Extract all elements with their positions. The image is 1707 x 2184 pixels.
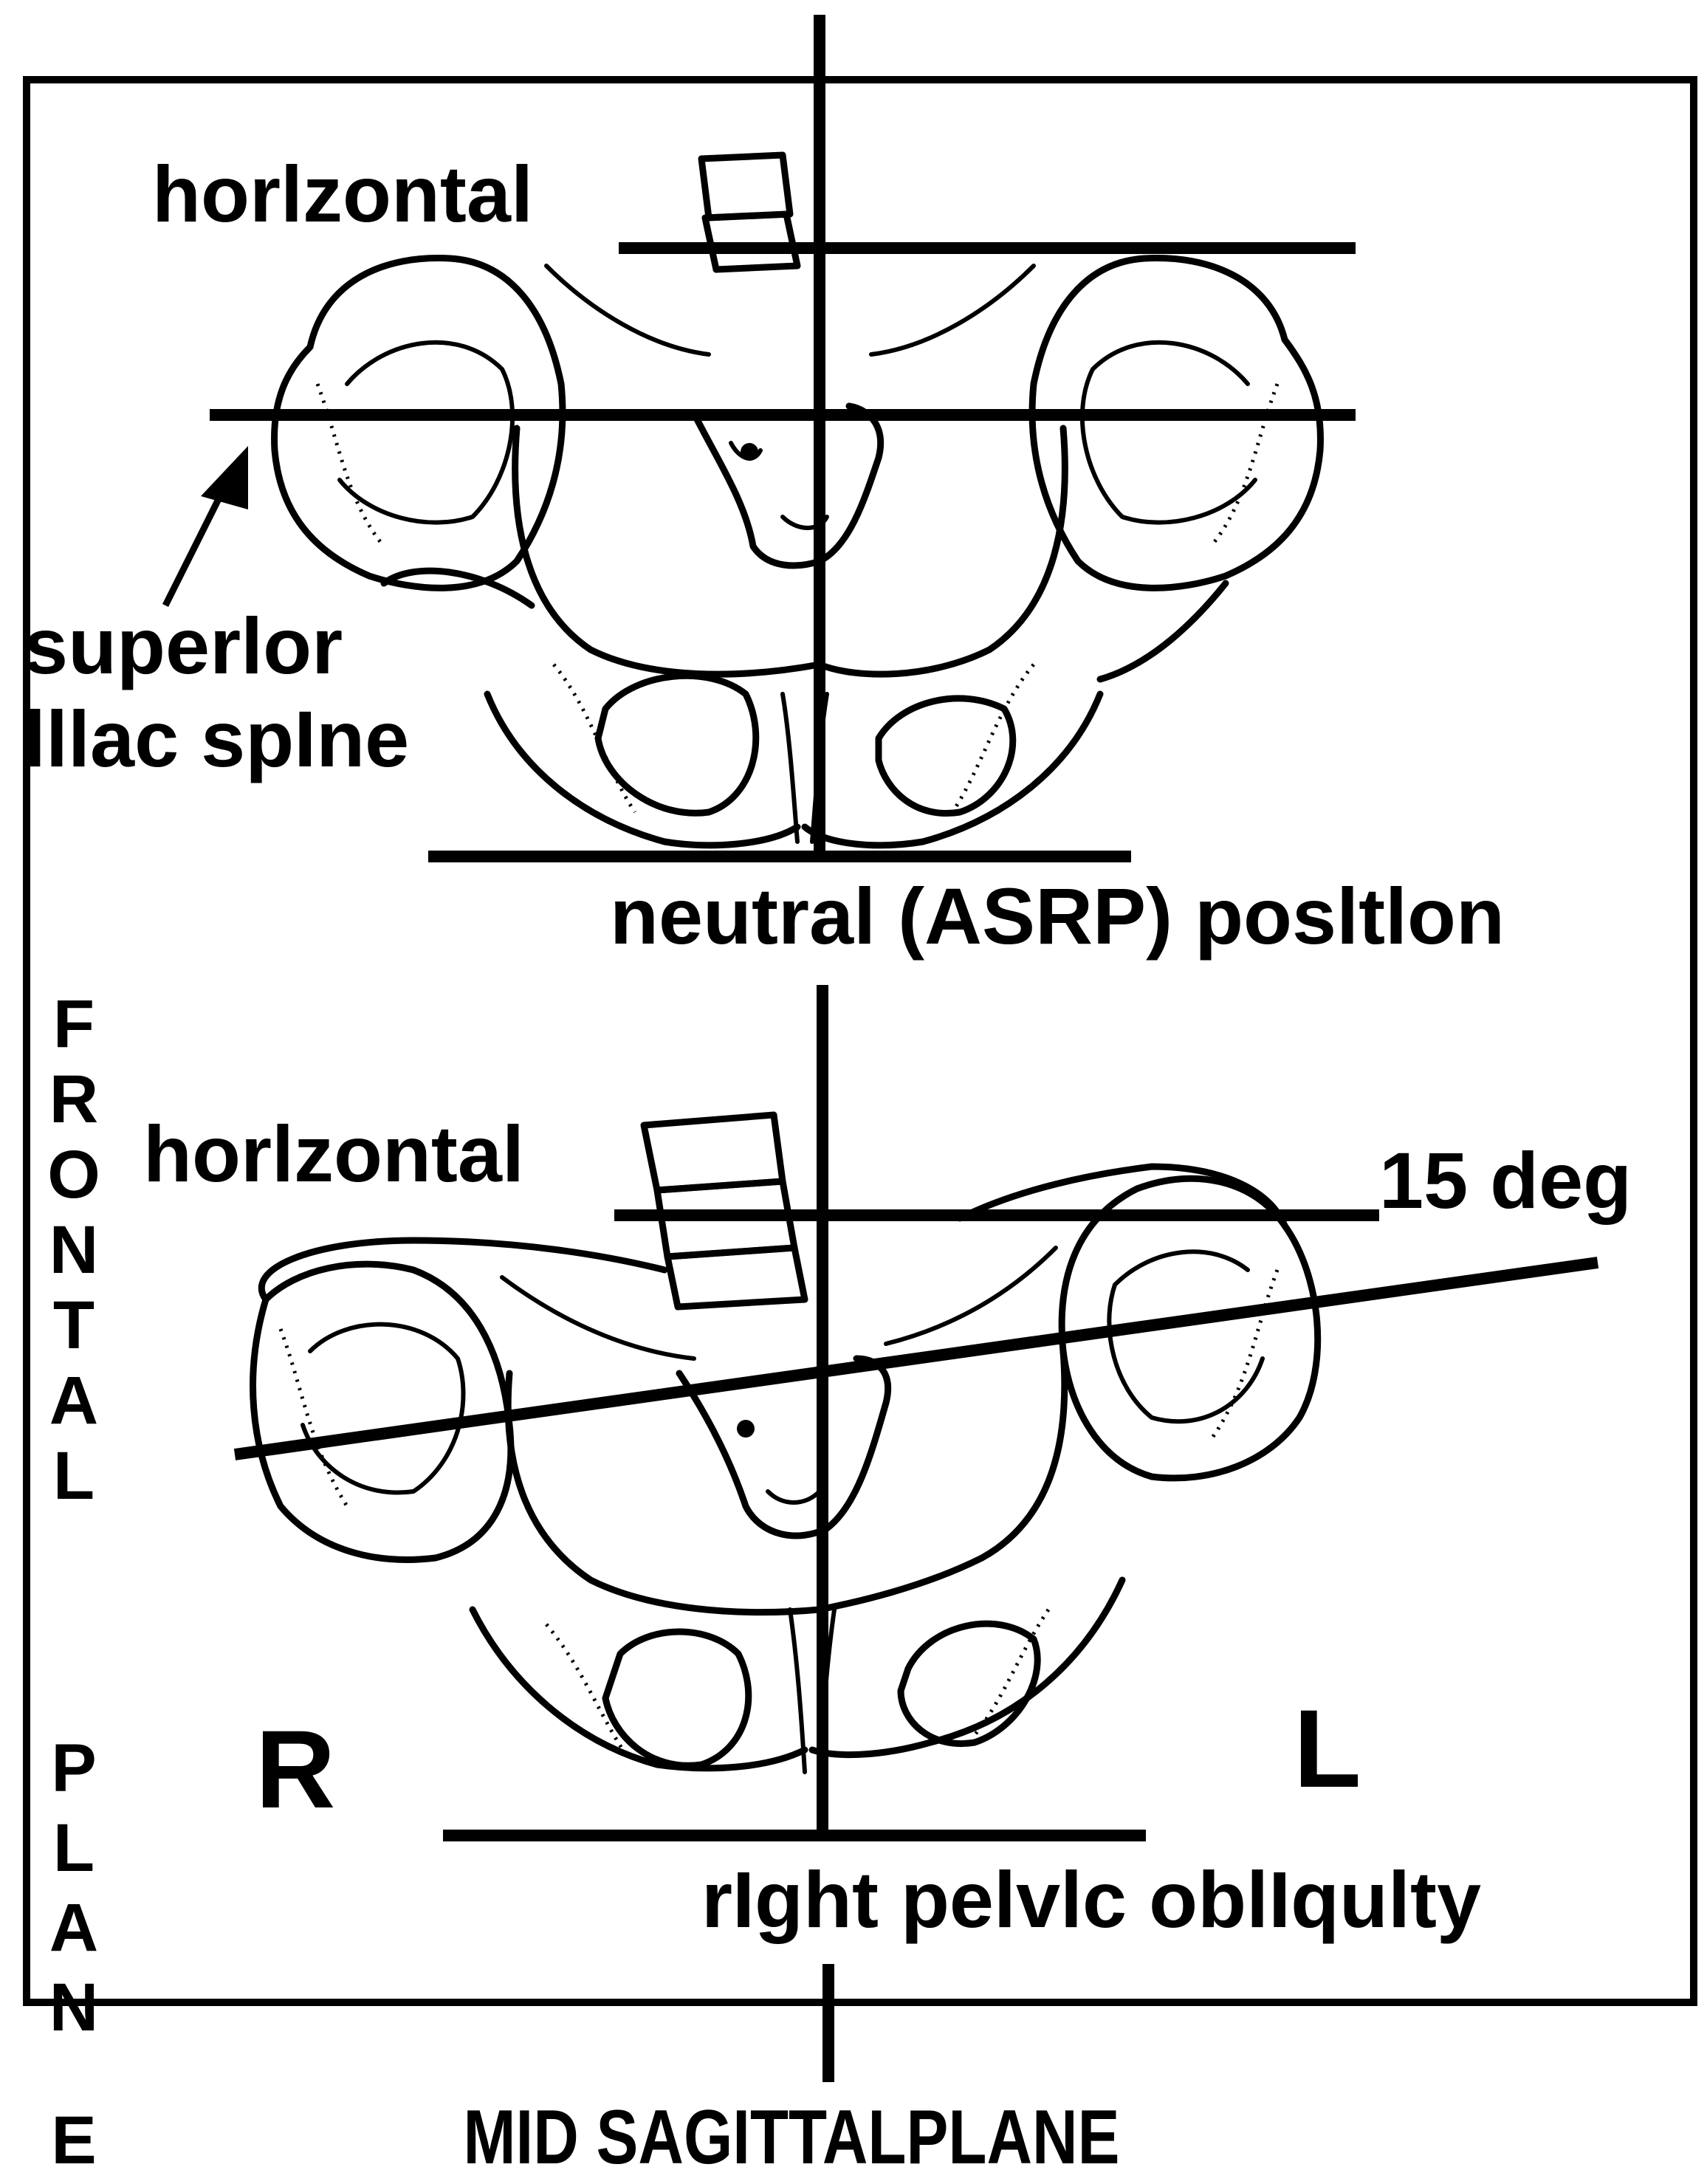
frontal-letter: T	[53, 1288, 95, 1363]
frontal-letter: A	[49, 1363, 98, 1438]
frontal-letter: R	[49, 1062, 98, 1137]
landmark-arrow	[165, 446, 248, 605]
frontal-letter: N	[49, 1212, 98, 1288]
landmark-label-line2: lllac spIne	[24, 694, 409, 783]
frontal-letter: L	[53, 1438, 95, 1514]
landmark-label-line1: superlor	[24, 601, 343, 690]
frontal-letter: P	[51, 1731, 96, 1806]
side-left-label: L	[1294, 1686, 1361, 1810]
frontal-letter: O	[47, 1137, 100, 1212]
frontal-letter: N	[49, 1970, 98, 2045]
oblique-line-15deg	[235, 1263, 1598, 1455]
pelvis-neutral-illustration	[275, 155, 1321, 845]
angle-label: 15 deg	[1379, 1136, 1632, 1225]
frontal-letter: A	[49, 1890, 98, 1965]
frontal-letter: L	[53, 1810, 95, 1886]
mid-sagittal-plane-label: MID SAGITTALPLANE	[463, 2095, 1119, 2180]
top-caption: neutral (ASRP) posltlon	[610, 871, 1505, 961]
frontal-letter: E	[51, 2103, 96, 2178]
bottom-caption: rIght pelvlc oblIqulty	[701, 1855, 1481, 1944]
top-horizontal-label: horlzontal	[152, 149, 533, 238]
bottom-horizontal-label: horlzontal	[143, 1109, 524, 1198]
frontal-plane-label: F R O N T A L P L A N E	[47, 986, 100, 2178]
side-right-label: R	[255, 1707, 335, 1831]
frontal-letter: F	[53, 986, 95, 1062]
